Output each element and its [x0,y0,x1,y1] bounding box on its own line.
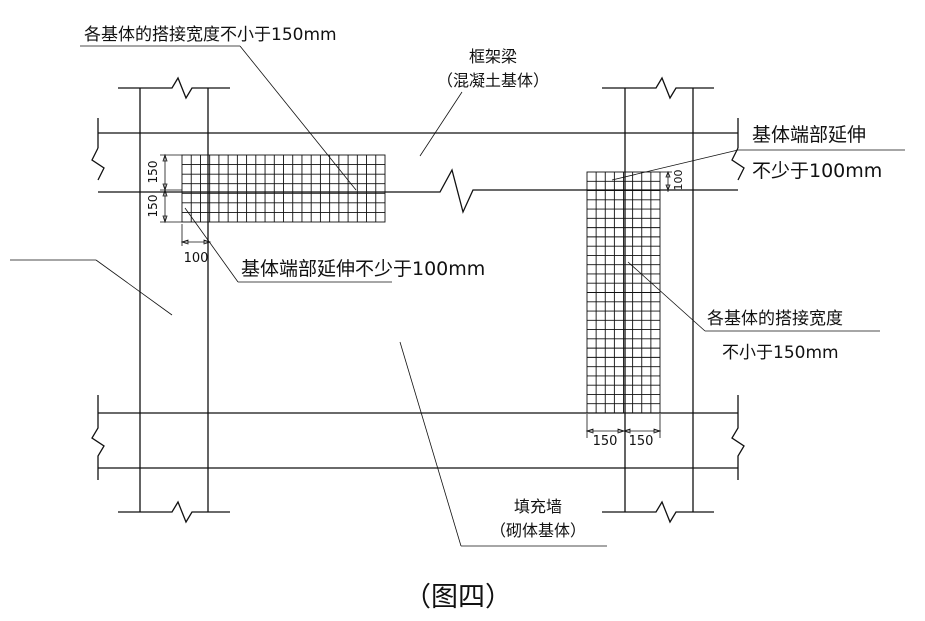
label-infill-line1: 填充墙 [514,497,562,516]
label-right-extend-line1: 基体端部延伸 [752,124,866,146]
mesh-right [586,171,661,414]
mesh-left [181,154,386,223]
label-right-overlap-line2: 不小于150mm [722,343,839,363]
dim-left-vert-b: 150 [146,195,160,218]
label-top-left-overlap: 各基体的搭接宽度不小于150mm [84,25,337,45]
dim-right-horiz-a: 150 [593,434,618,449]
right-column [602,76,714,524]
label-frame-beam-line1: 框架梁 [469,47,517,66]
dim-right-vert: 100 [672,170,685,191]
dimension-right-horizontal [585,414,662,438]
figure-caption: （图四） [404,582,512,613]
dimension-left-horizontal [180,224,212,246]
dim-left-vert-a: 150 [146,161,160,184]
dim-right-horiz-b: 150 [629,434,654,449]
left-column [118,76,230,524]
label-middle-extend: 基体端部延伸不少于100mm [241,258,485,280]
dimension-right-vertical [660,170,672,192]
label-infill-line2: （砌体基体） [490,521,586,540]
label-right-overlap-line1: 各基体的搭接宽度 [707,309,843,329]
leader-lines [10,45,905,547]
dim-left-horiz: 100 [184,251,209,266]
dimension-left-vertical [160,153,182,224]
label-right-extend-line2: 不少于100mm [752,160,882,182]
label-frame-beam-line2: （混凝土基体） [437,71,549,90]
frame-beam [91,118,745,214]
